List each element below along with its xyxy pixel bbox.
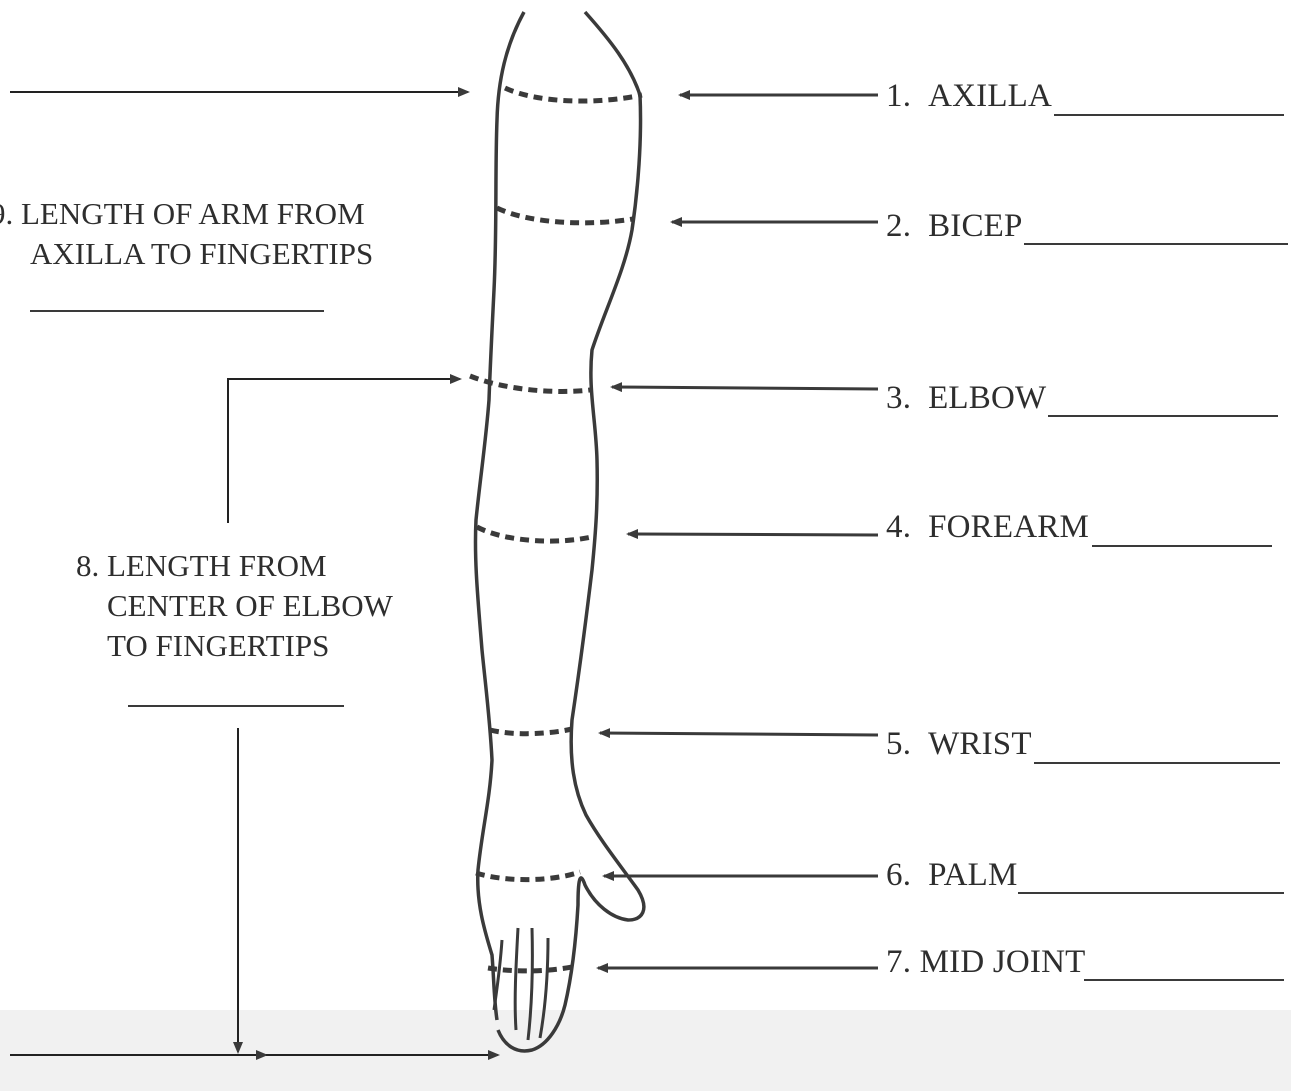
label-wrist: 5. WRIST: [886, 726, 1032, 762]
label-forearm: 4. FOREARM: [886, 509, 1089, 545]
label-mid-joint-number: 7.: [886, 944, 911, 980]
length-elbow-block: 8. LENGTH FROM CENTER OF ELBOW TO FINGER…: [76, 546, 393, 666]
mid-joint-blank[interactable]: [1084, 979, 1284, 981]
label-bicep: 2. BICEP: [886, 208, 1023, 244]
length-arm-line1-text: LENGTH OF ARM FROM: [21, 196, 365, 231]
finger-line-2: [515, 928, 518, 1030]
length-elbow-line3-text: TO FINGERTIPS: [107, 628, 329, 663]
elbow-arrow: [612, 387, 878, 389]
label-mid-joint-text: MID JOINT: [920, 944, 1086, 980]
length-arm-blank[interactable]: [30, 310, 324, 312]
label-axilla-text: AXILLA: [928, 78, 1052, 114]
label-palm: 6. PALM: [886, 857, 1018, 893]
forearm-blank[interactable]: [1092, 545, 1272, 547]
wrist-arrow: [600, 733, 878, 735]
label-wrist-number: 5.: [886, 726, 911, 762]
length-arm-line2-text: AXILLA TO FINGERTIPS: [30, 236, 373, 271]
finger-line-4: [540, 938, 548, 1038]
arm-outline-left: [475, 12, 524, 1020]
bicep-blank[interactable]: [1024, 243, 1288, 245]
palm-blank[interactable]: [1018, 892, 1284, 894]
length-arm-number: 9.: [0, 196, 13, 231]
length-elbow-line2: CENTER OF ELBOW: [76, 586, 393, 626]
elbow-blank[interactable]: [1048, 415, 1278, 417]
wrist-blank[interactable]: [1034, 762, 1280, 764]
length-elbow-line2-text: CENTER OF ELBOW: [107, 588, 393, 623]
label-forearm-text: FOREARM: [928, 509, 1089, 545]
label-palm-text: PALM: [928, 857, 1017, 893]
label-bicep-text: BICEP: [928, 208, 1023, 244]
label-elbow-number: 3.: [886, 380, 911, 416]
wrist-band: [490, 729, 572, 734]
label-elbow-text: ELBOW: [928, 380, 1046, 416]
length-arm-block: 9. LENGTH OF ARM FROM AXILLA TO FINGERTI…: [0, 194, 373, 274]
length-elbow-line1: 8. LENGTH FROM: [76, 546, 393, 586]
label-bicep-number: 2.: [886, 208, 911, 244]
length-elbow-blank[interactable]: [128, 705, 344, 707]
arm-outline-right: [498, 12, 644, 1051]
label-axilla: 1. AXILLA: [886, 78, 1052, 114]
elbow-length-bracket: [228, 379, 460, 523]
palm-band: [476, 872, 580, 880]
length-arm-line1: 9. LENGTH OF ARM FROM: [0, 194, 373, 234]
forearm-band: [477, 527, 596, 541]
length-arm-line2: AXILLA TO FINGERTIPS: [0, 234, 373, 274]
finger-line-3: [528, 928, 532, 1040]
label-forearm-number: 4.: [886, 509, 911, 545]
label-mid-joint: 7. MID JOINT: [886, 944, 1085, 980]
axilla-band: [505, 88, 642, 101]
label-axilla-number: 1.: [886, 78, 911, 114]
label-elbow: 3. ELBOW: [886, 380, 1046, 416]
length-elbow-line3: TO FINGERTIPS: [76, 626, 393, 666]
bicep-band: [497, 208, 633, 223]
length-elbow-number: 8.: [76, 548, 99, 583]
label-wrist-text: WRIST: [928, 726, 1032, 762]
finger-line-1: [494, 940, 502, 1010]
length-elbow-line1-text: LENGTH FROM: [107, 548, 327, 583]
forearm-arrow: [628, 534, 878, 535]
axilla-blank[interactable]: [1054, 114, 1284, 116]
label-palm-number: 6.: [886, 857, 911, 893]
